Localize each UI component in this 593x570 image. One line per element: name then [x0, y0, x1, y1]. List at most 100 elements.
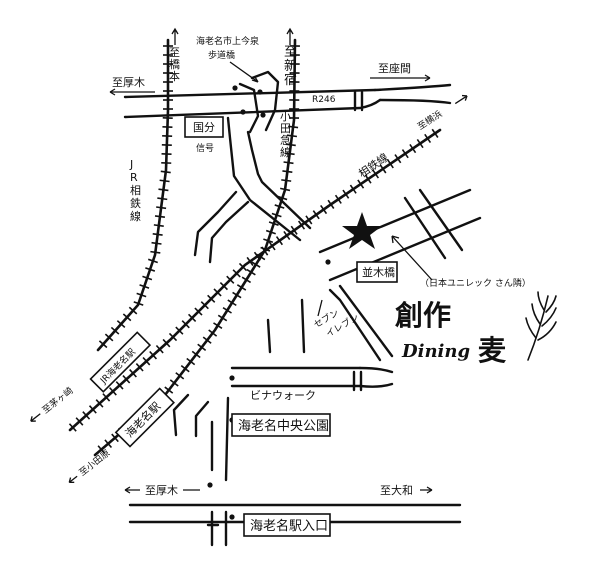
footbridge-road-west: [238, 82, 260, 134]
rail-tie: [342, 189, 350, 199]
rail-tie: [169, 379, 179, 387]
rail-tie: [213, 288, 222, 297]
rail-tie: [357, 179, 365, 189]
label-kokubu: 国分: [193, 121, 215, 134]
rail-tie: [159, 179, 170, 183]
sotetsu-road-south: [328, 216, 482, 282]
brand-logo: 創作 Dining 麦: [395, 291, 557, 367]
rail-tie: [75, 417, 84, 426]
vertical-char: 新: [284, 58, 297, 74]
label-store-note: （日本ユニレック さん隣）: [420, 277, 531, 289]
arrow-right-icon: [420, 486, 433, 494]
label-footbridge-line2: 歩道橋: [208, 49, 235, 61]
rail-tie: [149, 350, 158, 360]
rail-tie: [265, 229, 276, 235]
crossing-road-east: [418, 188, 464, 252]
rail-tie: [349, 184, 357, 194]
rail-tie: [256, 253, 266, 261]
jr-sagami-line: [96, 38, 170, 352]
rail-tie: [102, 393, 111, 402]
rail-tie: [150, 250, 161, 254]
rail-tie: [280, 187, 291, 192]
rail-tie: [142, 356, 151, 366]
rail-tie: [145, 267, 156, 272]
label-to-chigasaki-group: 至茅ヶ崎: [30, 384, 75, 422]
rail-tie: [394, 154, 402, 164]
rail-tie: [202, 336, 212, 344]
vertical-char: 急: [280, 133, 291, 147]
sotetsu-line: [68, 128, 442, 432]
sotetsu-road-north: [318, 188, 472, 254]
rail-tie: [227, 299, 237, 307]
vertical-char: 線: [280, 145, 291, 159]
rail-tie: [251, 261, 261, 268]
rail-tie: [197, 343, 207, 351]
rail-tie: [282, 170, 293, 174]
label-to-shinjuku: 至新宿: [284, 45, 297, 88]
label-park: 海老名中央公園: [238, 418, 329, 434]
arrow-left-icon: [30, 413, 41, 422]
roads: [123, 70, 482, 547]
arrow-right-icon: [454, 94, 468, 105]
rail-tie: [97, 445, 106, 454]
rail-tie: [236, 284, 247, 291]
rail-tie: [155, 344, 164, 354]
vertical-char: 小: [280, 110, 291, 123]
label-vinawalk: ビナウォーク: [250, 389, 316, 402]
signal-dot: [240, 109, 246, 115]
rail-tie: [129, 369, 137, 378]
rail-tie: [200, 301, 209, 310]
rail-tie: [194, 307, 203, 316]
label-to-yokohama-group: 至横浜: [415, 94, 468, 133]
signal-dot: [232, 85, 238, 91]
signal-dot: [229, 375, 235, 381]
rail-tie: [162, 338, 171, 348]
vertical-char: 田: [280, 122, 291, 135]
rail-tie: [246, 268, 256, 276]
rail-tie: [175, 326, 184, 335]
rail-tie: [253, 251, 261, 261]
wheat-icon: [525, 291, 557, 361]
rail-tie: [157, 197, 168, 201]
label-to-yamato: 至大和: [380, 483, 413, 497]
rail-tie: [386, 159, 394, 169]
label-to-hashimoto: 至橋本: [169, 46, 180, 83]
rail-tie: [297, 220, 306, 230]
rail-tie: [274, 204, 285, 209]
rail-tie: [364, 174, 372, 184]
station-curve: [172, 393, 190, 437]
rail-tie: [290, 225, 298, 235]
ebina-station-box: [114, 387, 175, 448]
rail-tie: [207, 294, 216, 303]
rail-tie: [283, 161, 294, 165]
vinawalk-east-2: [358, 382, 394, 388]
rail-tie: [213, 322, 223, 329]
arrow-left-icon: [109, 88, 155, 96]
rail-tie: [152, 232, 163, 236]
rail-tie: [68, 423, 77, 432]
signal-dot: [229, 514, 235, 520]
rail-tie: [164, 386, 174, 394]
rail-tie: [277, 195, 288, 201]
station-road-v2: [266, 318, 272, 354]
signal-dot: [207, 482, 213, 488]
rail-tie: [222, 307, 232, 314]
rail-tie: [110, 326, 120, 335]
rail-tie: [320, 204, 328, 215]
rail-tie: [186, 357, 196, 366]
rail-tie: [409, 144, 417, 154]
rail-tie: [111, 433, 119, 443]
brand-kanji: 創作: [395, 299, 451, 332]
kokubu-road: [226, 116, 302, 242]
rail-tie: [281, 179, 292, 182]
rail-tie: [82, 411, 91, 420]
r246-east-lower: [378, 98, 452, 105]
rail-tie: [241, 276, 252, 284]
rail-tie: [217, 314, 228, 322]
rail-tie: [305, 215, 313, 225]
rail-tie: [160, 170, 171, 174]
rail-tie: [187, 313, 197, 323]
